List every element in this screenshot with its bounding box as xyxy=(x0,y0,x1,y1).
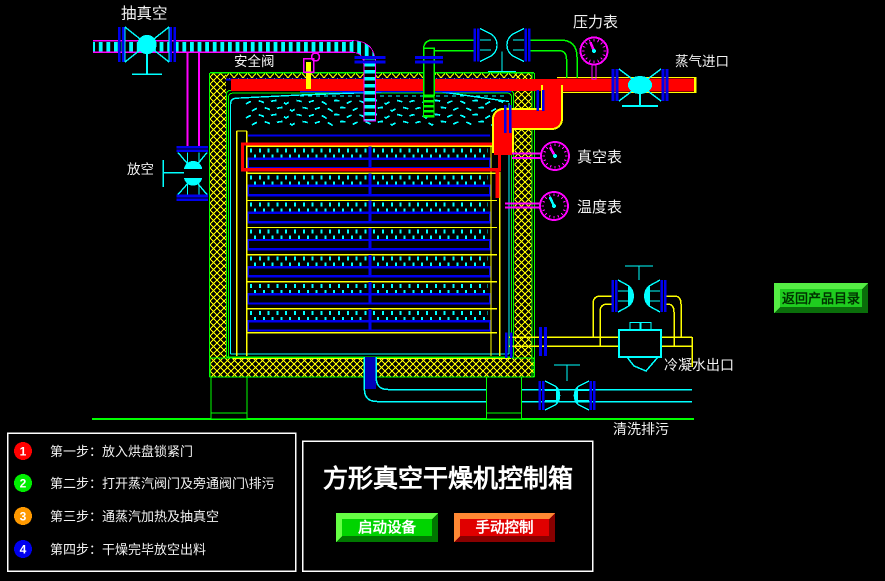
svg-text:第一步：放入烘盘锁紧门: 第一步：放入烘盘锁紧门 xyxy=(50,444,193,459)
svg-text:方形真空干燥机控制箱: 方形真空干燥机控制箱 xyxy=(323,464,573,493)
svg-text:蒸气进口: 蒸气进口 xyxy=(675,54,729,69)
svg-text:放空: 放空 xyxy=(127,162,154,177)
svg-text:第二步：打开蒸汽阀门及旁通阀门\排污: 第二步：打开蒸汽阀门及旁通阀门\排污 xyxy=(50,476,275,491)
svg-text:2: 2 xyxy=(20,477,27,491)
svg-text:4: 4 xyxy=(20,543,27,557)
svg-text:返回产品目录: 返回产品目录 xyxy=(782,291,860,306)
svg-text:手动控制: 手动控制 xyxy=(476,519,534,537)
svg-text:1: 1 xyxy=(20,445,27,459)
svg-text:压力表: 压力表 xyxy=(573,14,618,31)
svg-text:清洗排污: 清洗排污 xyxy=(613,421,669,437)
svg-text:第四步：干燥完毕放空出料: 第四步：干燥完毕放空出料 xyxy=(50,542,206,557)
svg-text:安全阀: 安全阀 xyxy=(234,53,275,69)
svg-text:温度表: 温度表 xyxy=(577,199,622,216)
svg-text:第三步：通蒸汽加热及抽真空: 第三步：通蒸汽加热及抽真空 xyxy=(50,509,219,524)
svg-text:冷凝水出口: 冷凝水出口 xyxy=(664,357,734,373)
svg-text:真空表: 真空表 xyxy=(577,148,622,166)
svg-text:启动设备: 启动设备 xyxy=(358,519,416,537)
svg-text:3: 3 xyxy=(20,510,27,524)
svg-text:抽真空: 抽真空 xyxy=(121,5,168,23)
